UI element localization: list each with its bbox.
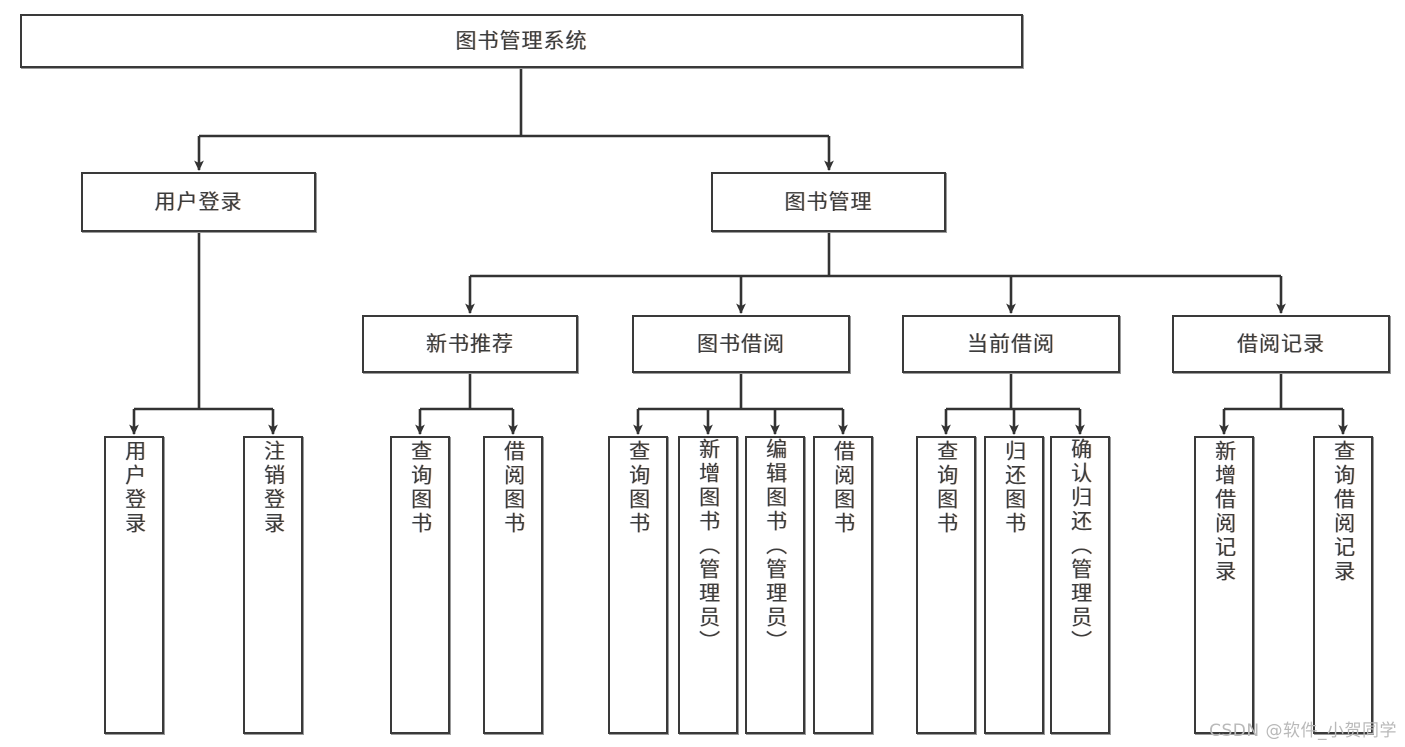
- node-label: 图书管理系统: [455, 28, 588, 53]
- node-book-management[interactable]: 图书管理: [711, 172, 946, 232]
- node-label: 确认归还（管理员）: [1068, 438, 1093, 654]
- leaf-return-book[interactable]: 归还图书: [984, 436, 1044, 734]
- leaf-borrow-book[interactable]: 借阅图书: [813, 436, 873, 734]
- node-label: 新增借阅记录: [1212, 440, 1237, 584]
- node-label: 图书管理: [784, 189, 873, 214]
- node-label: 查询图书: [408, 440, 433, 536]
- node-label: 注销登录: [261, 440, 286, 536]
- node-label: 图书借阅: [697, 331, 785, 356]
- node-user-login[interactable]: 用户登录: [81, 172, 316, 232]
- leaf-borrow-book-recommend[interactable]: 借阅图书: [483, 436, 543, 734]
- node-book-borrow[interactable]: 图书借阅: [632, 315, 850, 373]
- leaf-add-book-admin[interactable]: 新增图书（管理员）: [678, 436, 738, 734]
- node-label: 归还图书: [1002, 440, 1027, 536]
- node-label: 查询图书: [626, 440, 651, 536]
- node-root-system[interactable]: 图书管理系统: [20, 14, 1023, 68]
- node-label: 用户登录: [154, 189, 243, 214]
- node-label: 查询借阅记录: [1331, 440, 1356, 584]
- node-label: 借阅记录: [1237, 331, 1325, 356]
- node-label: 查询图书: [934, 440, 959, 536]
- node-label: 新书推荐: [426, 331, 514, 356]
- node-current-borrow[interactable]: 当前借阅: [902, 315, 1120, 373]
- node-label: 借阅图书: [831, 440, 856, 536]
- leaf-confirm-return-admin[interactable]: 确认归还（管理员）: [1050, 436, 1110, 734]
- leaf-query-book-recommend[interactable]: 查询图书: [390, 436, 450, 734]
- node-label: 新增图书（管理员）: [696, 438, 721, 654]
- csdn-watermark: CSDN @软件_小贺同学: [1209, 721, 1397, 741]
- leaf-query-borrow-record[interactable]: 查询借阅记录: [1313, 436, 1373, 734]
- leaf-edit-book-admin[interactable]: 编辑图书（管理员）: [745, 436, 805, 734]
- leaf-user-login[interactable]: 用户登录: [104, 436, 164, 734]
- node-label: 用户登录: [122, 440, 147, 536]
- leaf-logout[interactable]: 注销登录: [243, 436, 303, 734]
- node-borrow-record[interactable]: 借阅记录: [1172, 315, 1390, 373]
- leaf-add-borrow-record[interactable]: 新增借阅记录: [1194, 436, 1254, 734]
- node-label: 编辑图书（管理员）: [763, 438, 788, 654]
- leaf-query-book-borrow[interactable]: 查询图书: [608, 436, 668, 734]
- node-label: 借阅图书: [501, 440, 526, 536]
- leaf-query-book-current[interactable]: 查询图书: [916, 436, 976, 734]
- node-label: 当前借阅: [967, 331, 1055, 356]
- node-new-book-recommend[interactable]: 新书推荐: [362, 315, 578, 373]
